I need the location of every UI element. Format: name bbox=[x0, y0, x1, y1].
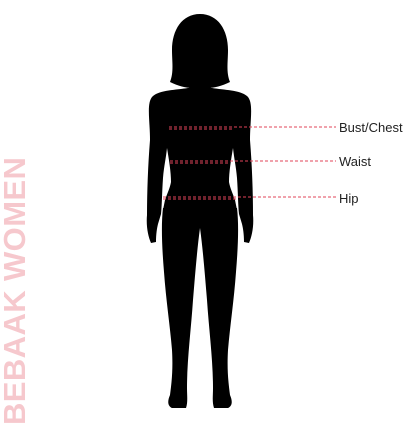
hips-legs bbox=[161, 208, 239, 408]
waist-label: Waist bbox=[339, 154, 372, 169]
hip-label: Hip bbox=[339, 191, 359, 206]
silhouette bbox=[146, 14, 254, 408]
bust-chest-label: Bust/Chest bbox=[339, 120, 403, 135]
guide-lines bbox=[163, 126, 336, 200]
head-hair bbox=[170, 14, 230, 88]
